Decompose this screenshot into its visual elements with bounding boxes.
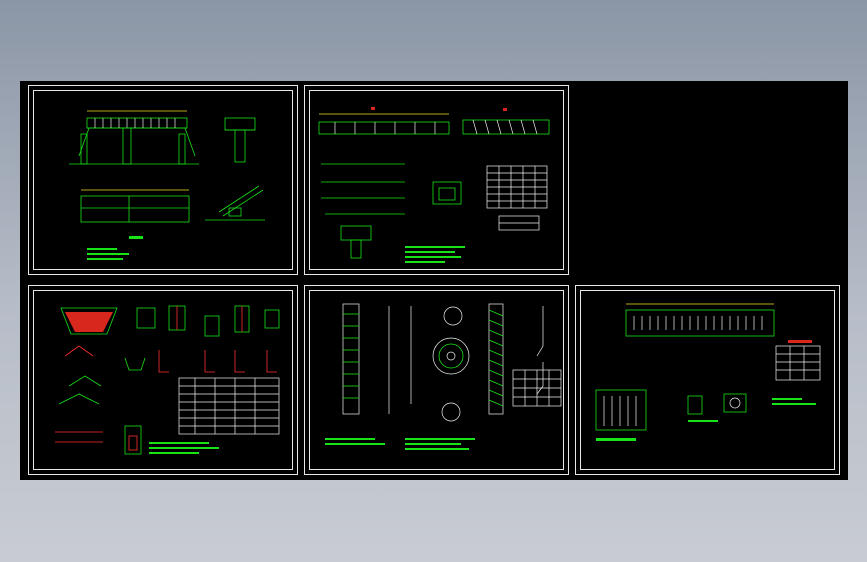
drawing-sheet-1[interactable]	[28, 85, 298, 275]
drawing-sheet-4[interactable]	[304, 285, 569, 475]
sheet-5-border	[580, 290, 835, 470]
sheet-1-border	[33, 90, 293, 270]
sheet-3-drawing	[55, 305, 280, 455]
drawing-sheet-3[interactable]	[28, 285, 298, 475]
drawing-sheet-5[interactable]	[575, 285, 840, 475]
sheet-4-drawing	[325, 303, 562, 450]
drawing-sheet-2[interactable]	[304, 85, 569, 275]
sheet-1-drawing	[69, 110, 265, 260]
sheet-2-border	[309, 90, 564, 270]
cad-model-space[interactable]	[20, 81, 848, 480]
sheet-2-drawing	[318, 107, 550, 263]
sheet-5-drawing	[595, 303, 821, 441]
sheet-3-border	[33, 290, 293, 470]
sheet-4-border	[309, 290, 564, 470]
